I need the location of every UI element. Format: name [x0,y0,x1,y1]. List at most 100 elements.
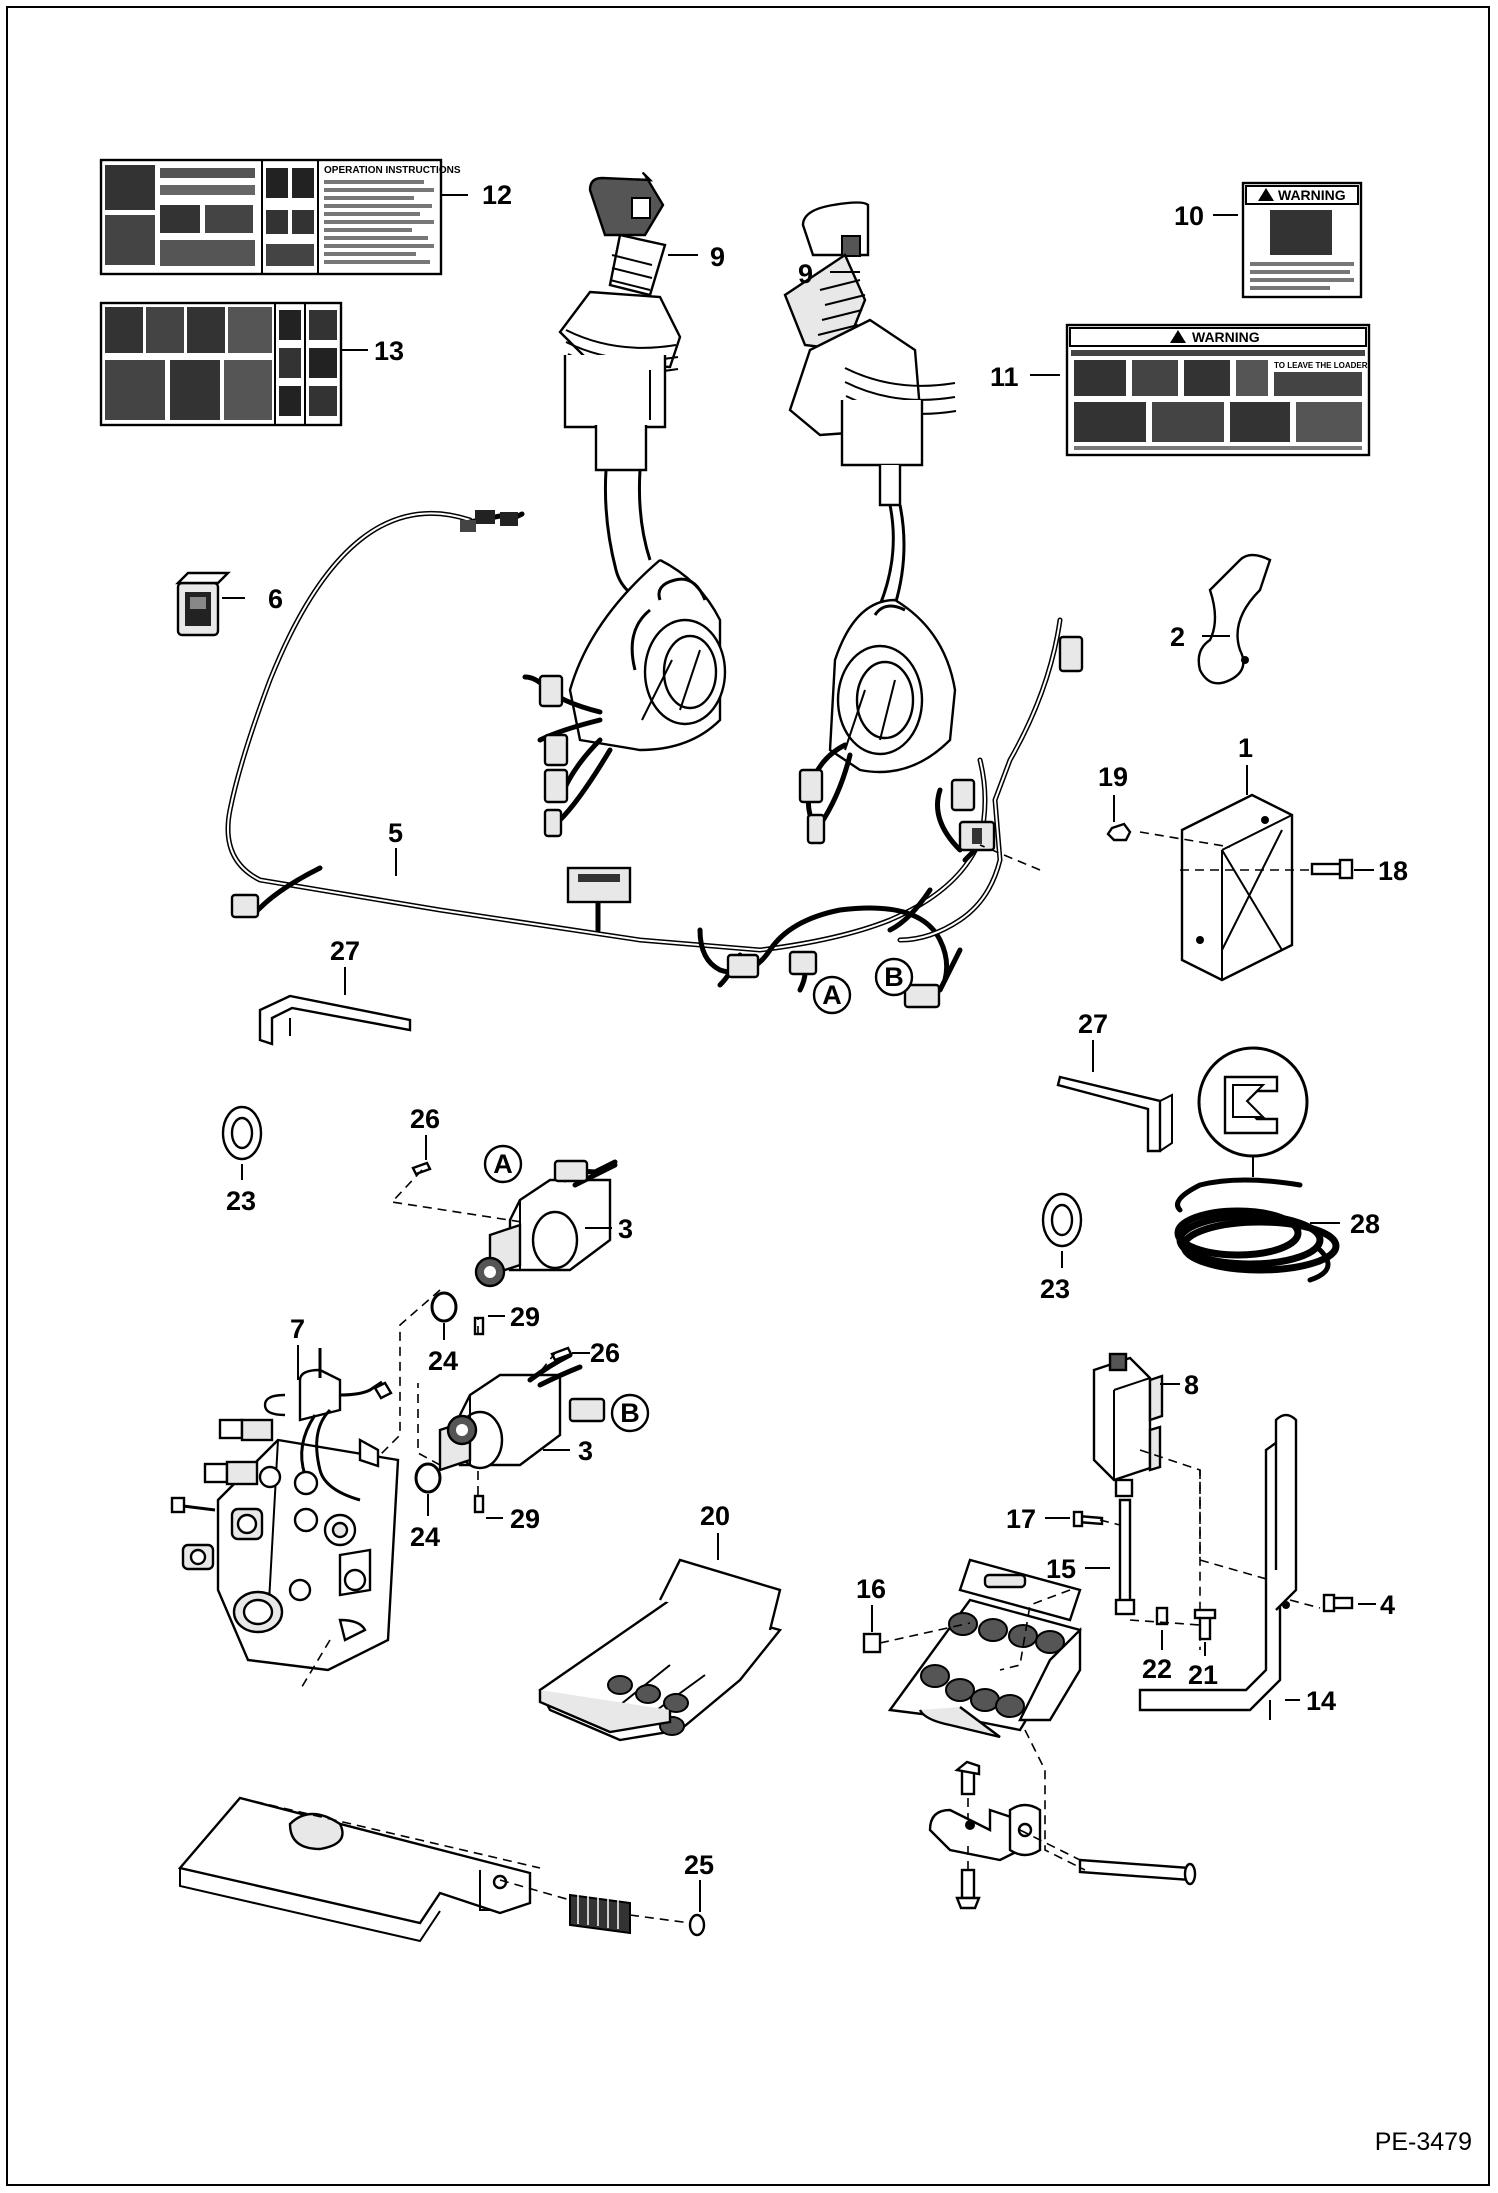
joystick-right-harness [798,742,853,845]
grommet-right [1041,1192,1083,1248]
edge-trim-cable [1174,1177,1340,1283]
callout-21: 21 [1188,1660,1218,1690]
warning-large-heading: WARNING [1192,329,1260,345]
return-spring [569,1892,631,1935]
washer-25 [688,1913,706,1937]
bolt [1310,858,1354,880]
connector-a-label-2: A [493,1149,513,1179]
callout-9-right: 9 [798,259,813,289]
bobcat-logo-badge [1197,1046,1309,1158]
callout-27-right: 27 [1078,1009,1108,1039]
sensor-bracket [1138,1413,1298,1720]
callout-15: 15 [1046,1554,1076,1584]
foot-pedal [887,1558,1082,1739]
callout-28: 28 [1350,1209,1380,1239]
callout-17: 17 [1006,1504,1036,1534]
callout-12: 12 [482,180,512,210]
connector-b-circle-2: B [610,1393,650,1433]
callout-16: 16 [856,1574,886,1604]
nut-16 [862,1632,882,1654]
callout-2: 2 [1170,622,1185,652]
callout-3-upper: 3 [618,1214,633,1244]
callout-11: 11 [990,362,1019,392]
callout-1: 1 [1238,733,1253,763]
callout-23-left: 23 [226,1186,256,1216]
callout-24-upper: 24 [428,1346,458,1376]
roll-pin-lower [550,1346,573,1362]
callout-4: 4 [1380,1590,1395,1620]
hex-key-left [258,994,412,1046]
callout-19: 19 [1098,762,1128,792]
base-plate [177,1796,532,1943]
decal-warning-small: WARNING [1241,181,1363,299]
decal-controls-pictorial [99,301,343,427]
solenoid-lower [438,1352,606,1472]
callout-29-lower: 29 [510,1504,540,1534]
callout-27-left: 27 [330,936,360,966]
callout-25: 25 [684,1850,714,1880]
solenoid-upper [474,1159,618,1288]
callout-10: 10 [1174,201,1204,231]
pedal-hinge-bracket [928,1803,1042,1862]
leave-loader-text: TO LEAVE THE LOADER [1274,361,1368,370]
connector-a-label: A [822,980,842,1010]
mounting-bracket [1197,553,1272,685]
screw-17 [1072,1510,1104,1528]
callout-20: 20 [700,1501,730,1531]
bolt-4 [1322,1593,1354,1613]
o-ring-upper [430,1291,458,1323]
hinge-bolt-bottom [955,1868,981,1910]
diagram-frame [6,6,1490,2186]
callout-22: 22 [1142,1654,1172,1684]
callout-14: 14 [1306,1686,1336,1716]
position-sensor [1092,1352,1164,1498]
hinge-bolt-top [954,1760,981,1796]
decal-warning-large: WARNING TO LEAVE THE LOADER [1065,323,1371,457]
warning-small-heading: WARNING [1278,187,1346,203]
connector-b-label: B [884,962,904,992]
spacer-22 [1155,1606,1169,1626]
roll-pin-upper [411,1161,432,1176]
main-wiring-harness [225,510,1084,1009]
callout-8: 8 [1184,1370,1199,1400]
assembly-lines [239,831,1321,1924]
callout-6: 6 [268,584,283,614]
leader-lines [222,194,1376,1912]
callout-13: 13 [374,336,404,366]
joystick-right [783,201,957,774]
callout-23-right: 23 [1040,1274,1070,1304]
foot-plate [538,1558,783,1742]
decal-operation-instructions: OPERATION INSTRUCTIONS [99,158,461,276]
connector-a-circle: A [812,975,852,1015]
callout-9-left: 9 [710,242,725,272]
bolt-21 [1193,1608,1217,1641]
hydraulic-control-valve [170,1348,400,1672]
connector-b-label-2: B [620,1398,640,1428]
pivot-pin [1078,1858,1197,1886]
controller-module [1180,793,1294,982]
connector-b-circle: B [874,957,914,997]
callout-26-upper: 26 [410,1104,440,1134]
hex-key-right [1056,1075,1173,1153]
callout-18: 18 [1378,856,1408,886]
o-ring-lower [414,1462,442,1494]
joystick-left-harness [522,674,613,838]
joystick-left [558,172,727,752]
connector-a-circle-2: A [483,1144,523,1184]
spring-link-rod [1114,1498,1136,1616]
callout-24-lower: 24 [410,1522,440,1552]
callout-5: 5 [388,818,403,848]
dowel-pin-lower [473,1494,485,1514]
hex-nut [1106,822,1132,842]
callout-29-upper: 29 [510,1302,540,1332]
callout-7: 7 [290,1314,305,1344]
rocker-switch [175,571,231,637]
callouts: 12 9 9 10 13 11 6 2 1 19 18 5 27 27 26 2… [226,180,1408,1880]
document-reference: PE-3479 [1375,2128,1472,2156]
callout-3-lower: 3 [578,1436,593,1466]
dowel-pin-upper [473,1316,485,1336]
grommet-left [221,1105,263,1161]
callout-26-lower: 26 [590,1338,620,1368]
operation-instructions-heading: OPERATION INSTRUCTIONS [324,165,461,176]
